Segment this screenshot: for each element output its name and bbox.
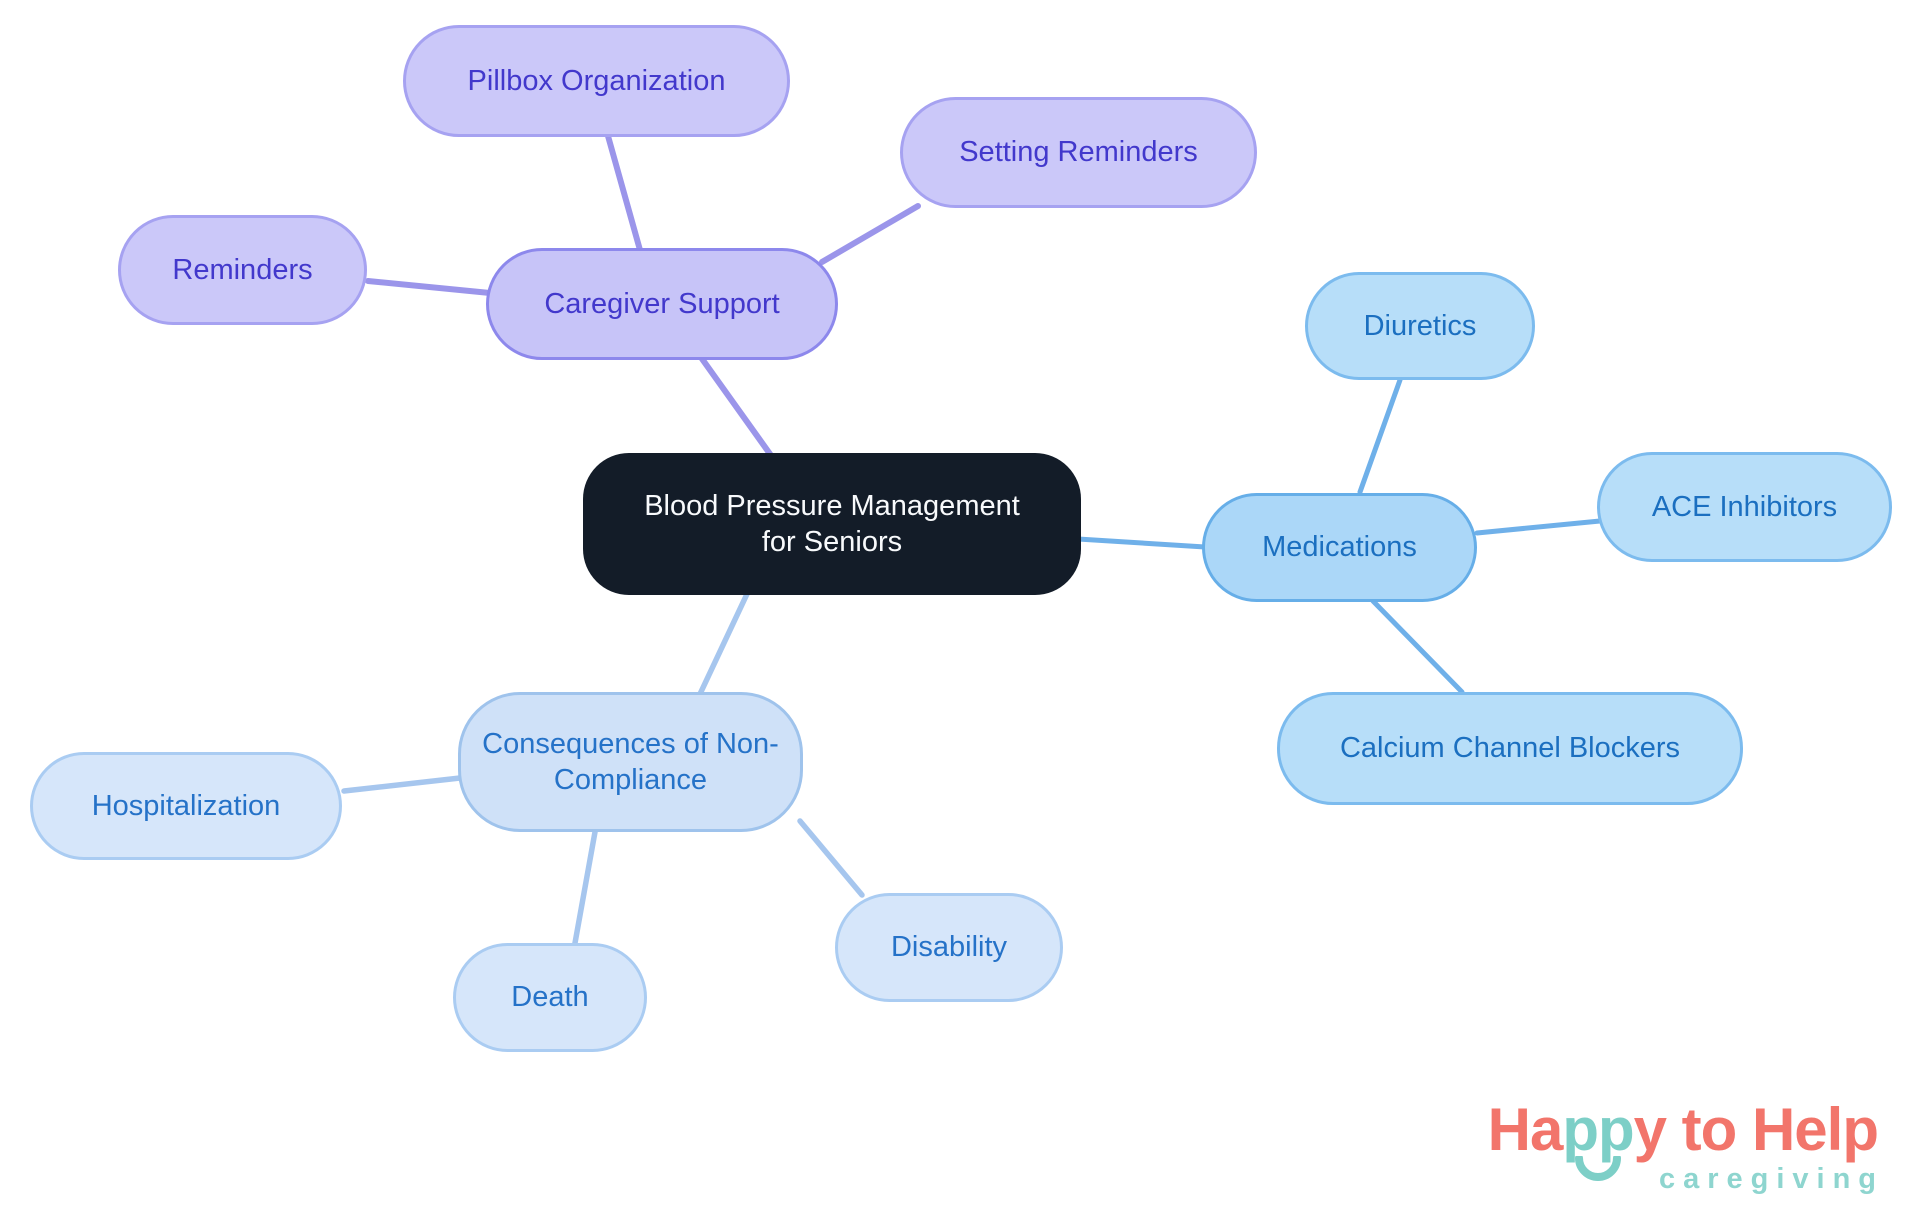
edge-medications-diuretics xyxy=(1357,377,1403,495)
node-disability-label: Disability xyxy=(890,931,1008,964)
node-diuretics-label: Diuretics xyxy=(1363,309,1477,342)
node-caregiver-support[interactable]: Caregiver Support xyxy=(486,248,838,360)
node-setting-reminders[interactable]: Setting Reminders xyxy=(900,97,1257,208)
logo-text-ha: Ha xyxy=(1487,1096,1564,1163)
logo-tagline: caregiving xyxy=(1658,1163,1884,1195)
node-reminders-label: Reminders xyxy=(172,253,313,286)
node-caregiver-support-label: Caregiver Support xyxy=(544,287,780,320)
node-calcium-channel-blockers-label: Calcium Channel Blockers xyxy=(1339,732,1681,765)
logo-text-rest: y to Help xyxy=(1633,1096,1879,1163)
node-ace-inhibitors-label: ACE Inhibitors xyxy=(1651,490,1838,523)
edge-caregiver-pillbox xyxy=(605,133,643,253)
node-calcium-channel-blockers[interactable]: Calcium Channel Blockers xyxy=(1277,692,1743,805)
edge-consequences-death xyxy=(572,829,598,946)
node-death[interactable]: Death xyxy=(453,943,647,1052)
node-diuretics[interactable]: Diuretics xyxy=(1305,272,1535,380)
edge-consequences-hospitalization xyxy=(341,775,463,794)
node-consequences-label: Consequences of Non-Compliance xyxy=(482,727,779,796)
node-hospitalization[interactable]: Hospitalization xyxy=(30,752,342,860)
smile-icon xyxy=(1574,1156,1621,1181)
edge-caregiver-setting-reminders xyxy=(819,203,921,265)
edge-root-medications xyxy=(1075,536,1208,550)
node-disability[interactable]: Disability xyxy=(835,893,1063,1002)
edge-caregiver-reminders xyxy=(365,278,493,296)
node-pillbox-organization-label: Pillbox Organization xyxy=(467,64,726,97)
node-root-label: Blood Pressure Management for Seniors xyxy=(644,489,1020,558)
node-hospitalization-label: Hospitalization xyxy=(91,789,281,822)
node-consequences[interactable]: Consequences of Non-Compliance xyxy=(458,692,803,832)
edge-consequences-disability xyxy=(797,818,865,898)
node-reminders[interactable]: Reminders xyxy=(118,215,367,325)
edge-medications-calcium xyxy=(1370,598,1465,695)
node-setting-reminders-label: Setting Reminders xyxy=(959,136,1198,169)
edge-root-consequences xyxy=(697,591,750,697)
edge-medications-ace-inhibitors xyxy=(1474,518,1603,536)
logo-text-pp: pp xyxy=(1562,1100,1635,1181)
node-pillbox-organization[interactable]: Pillbox Organization xyxy=(403,25,790,137)
node-medications[interactable]: Medications xyxy=(1202,493,1477,602)
node-root[interactable]: Blood Pressure Management for Seniors xyxy=(583,453,1081,595)
node-medications-label: Medications xyxy=(1262,531,1417,564)
node-ace-inhibitors[interactable]: ACE Inhibitors xyxy=(1597,452,1892,562)
node-death-label: Death xyxy=(511,981,589,1014)
logo-text-pp-glyphs: pp xyxy=(1562,1096,1634,1163)
